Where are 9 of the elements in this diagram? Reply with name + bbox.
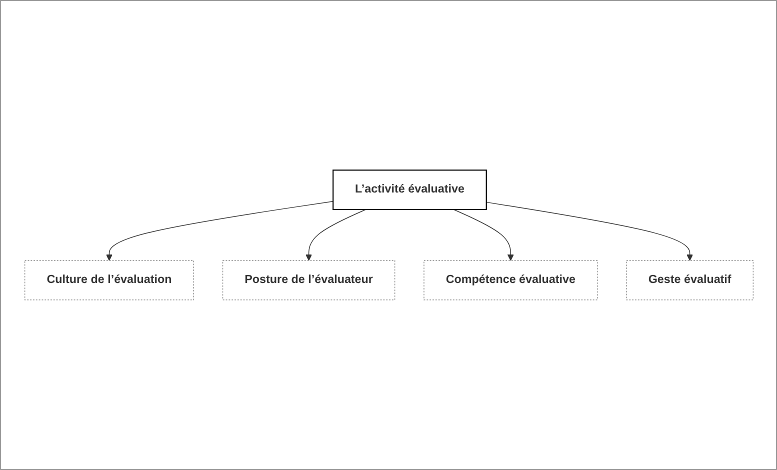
node-box: Culture de l’évaluation	[24, 260, 194, 300]
arrow	[486, 202, 693, 261]
arrow	[452, 209, 514, 261]
arrow	[305, 209, 366, 261]
arrow	[106, 200, 333, 261]
node-box: L’activité évaluative	[332, 170, 486, 210]
node-box: Compétence évaluative	[423, 260, 598, 300]
node-box: Posture de l’évaluateur	[222, 260, 395, 300]
node-box: Geste évaluatif	[626, 260, 754, 300]
